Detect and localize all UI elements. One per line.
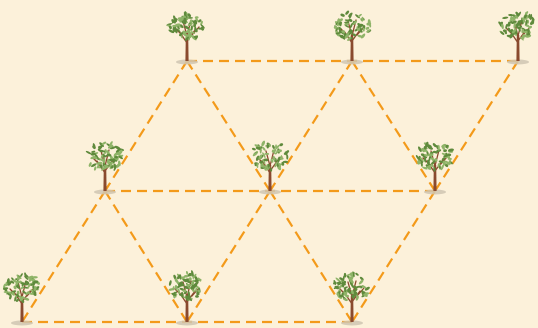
tree-foliage — [498, 11, 536, 41]
trees-group — [2, 10, 535, 326]
tree-icon — [333, 10, 371, 65]
dashed-line — [352, 191, 435, 322]
tree-foliage — [85, 141, 124, 172]
dashed-line — [270, 191, 352, 322]
tree-icon — [252, 140, 290, 194]
tree-foliage — [415, 141, 454, 171]
dashed-line — [187, 191, 270, 322]
tree-icon — [333, 271, 371, 325]
dashed-line — [105, 61, 187, 191]
tree-foliage — [166, 11, 205, 42]
tree-icon — [498, 11, 536, 65]
dashed-line — [270, 61, 352, 191]
tree-icon — [85, 141, 124, 195]
dashed-line — [187, 61, 270, 191]
dashed-line — [22, 191, 105, 322]
dashed-line — [435, 61, 518, 191]
tree-icon — [2, 272, 40, 325]
tree-icon — [166, 11, 205, 65]
tree-icon — [415, 141, 454, 194]
dashed-line — [352, 61, 435, 191]
tree-foliage — [168, 270, 202, 302]
tree-foliage — [2, 272, 40, 303]
dashed-line — [105, 191, 187, 322]
